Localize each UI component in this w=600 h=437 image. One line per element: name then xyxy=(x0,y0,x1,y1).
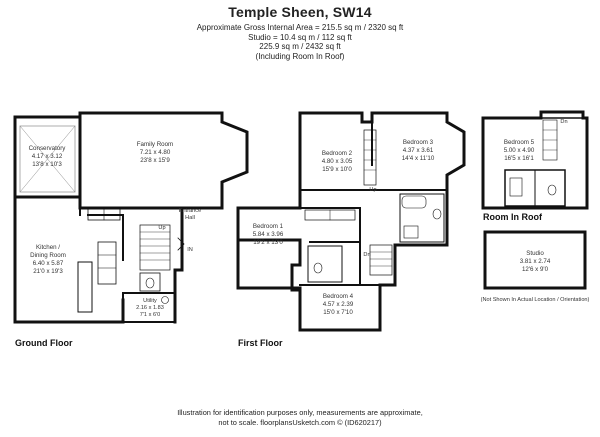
bedroom3-imperial: 14'4 x 11'10 xyxy=(402,155,435,162)
bath xyxy=(401,195,427,209)
bedroom4-metric: 4.57 x 2.39 xyxy=(323,301,354,308)
entrance-label-1: Entrance xyxy=(179,208,201,214)
conservatory-roof-frame xyxy=(19,125,76,193)
ground-wc xyxy=(139,272,161,292)
plan-title: Temple Sheen, SW14 xyxy=(228,4,372,20)
studio-name: Studio xyxy=(526,250,544,257)
studio-location-note: (Not Shown In Actual Location / Orientat… xyxy=(481,297,590,303)
studio-imperial: 12'6 x 9'0 xyxy=(522,266,549,273)
first-floor-bathroom xyxy=(399,193,445,243)
first-floor-stairs-down xyxy=(369,244,393,276)
bedroom2-metric: 4.80 x 3.05 xyxy=(322,158,353,165)
bedroom1-imperial: 19'2 x 13'0 xyxy=(253,239,283,246)
entrance-label-2: Hall xyxy=(185,215,195,221)
bedroom5-imperial: 16'5 x 16'1 xyxy=(504,155,534,162)
studio-area: Studio = 10.4 sq m / 112 sq ft xyxy=(248,32,352,42)
utility-name: Utility xyxy=(143,298,157,304)
kitchen-metric: 6.40 x 5.87 xyxy=(33,260,64,267)
studio-walls xyxy=(483,230,587,290)
family-room-imperial: 23'8 x 15'9 xyxy=(140,157,170,164)
kitchen-imperial: 21'0 x 19'3 xyxy=(33,268,63,275)
bedroom5-metric: 5.00 x 4.90 xyxy=(504,147,535,154)
conservatory-imperial: 13'8 x 10'3 xyxy=(32,161,62,168)
family-room-walls xyxy=(78,111,249,210)
bedroom1-name: Bedroom 1 xyxy=(253,223,284,230)
room-labels: Conservatory 4.17 x 3.12 13'8 x 10'3 Fam… xyxy=(29,139,551,318)
bedroom2-imperial: 15'9 x 10'0 xyxy=(322,166,352,173)
ground-stairs xyxy=(139,224,171,271)
disclaimer-line-1: Illustration for identification purposes… xyxy=(177,408,423,417)
utility-imperial: 7'1 x 6'0 xyxy=(140,312,161,318)
first-floor-stairs-up xyxy=(363,129,377,186)
hall-walls xyxy=(173,206,184,324)
bedroom4-name: Bedroom 4 xyxy=(323,293,354,300)
kitchen-units xyxy=(97,241,117,285)
gross-area: Approximate Gross Internal Area = 215.5 … xyxy=(196,23,404,32)
room-in-roof-plan xyxy=(481,110,589,210)
stair-labels: Up IN Up Dn Dn xyxy=(158,119,567,258)
ground-floor-plan xyxy=(13,111,249,324)
first-floor-plan xyxy=(236,111,466,332)
kitchen-island xyxy=(77,261,93,313)
disclaimer: Illustration for identification purposes… xyxy=(0,408,600,428)
kitchen-name-1: Kitchen / xyxy=(36,244,60,251)
room-in-roof-label: Room In Roof xyxy=(483,212,543,222)
utility-metric: 2.16 x 1.83 xyxy=(136,305,164,311)
bedroom1-metric: 5.84 x 3.96 xyxy=(253,231,284,238)
first-up-label: Up xyxy=(369,187,376,193)
bedroom2-name: Bedroom 2 xyxy=(322,150,353,157)
family-room-name: Family Room xyxy=(137,141,173,148)
entrance-arrow xyxy=(177,237,185,251)
bedroom3-metric: 4.37 x 3.61 xyxy=(403,147,434,154)
total-area: 225.9 sq m / 2432 sq ft xyxy=(259,42,341,51)
family-room-metric: 7.21 x 4.80 xyxy=(140,149,171,156)
studio-metric: 3.81 x 2.74 xyxy=(520,258,551,265)
kitchen-name-2: Dining Room xyxy=(30,252,66,259)
en-suite xyxy=(307,245,343,283)
bedroom4-imperial: 15'0 x 7'10 xyxy=(323,309,353,316)
area-note: (Including Room In Roof) xyxy=(255,51,345,61)
bedroom3-name: Bedroom 3 xyxy=(403,139,434,146)
first-floor-label: First Floor xyxy=(238,338,283,348)
in-label: IN xyxy=(187,247,193,253)
roof-dn-label: Dn xyxy=(560,119,567,125)
first-dn-label: Dn xyxy=(363,252,370,258)
conservatory-metric: 4.17 x 3.12 xyxy=(32,153,63,160)
conservatory-name: Conservatory xyxy=(29,145,67,152)
disclaimer-line-2: not to scale. floorplansUsketch.com © (I… xyxy=(218,418,382,427)
bedroom5-name: Bedroom 5 xyxy=(504,139,535,146)
ground-up-label: Up xyxy=(158,225,165,231)
ground-floor-label: Ground Floor xyxy=(15,338,73,348)
